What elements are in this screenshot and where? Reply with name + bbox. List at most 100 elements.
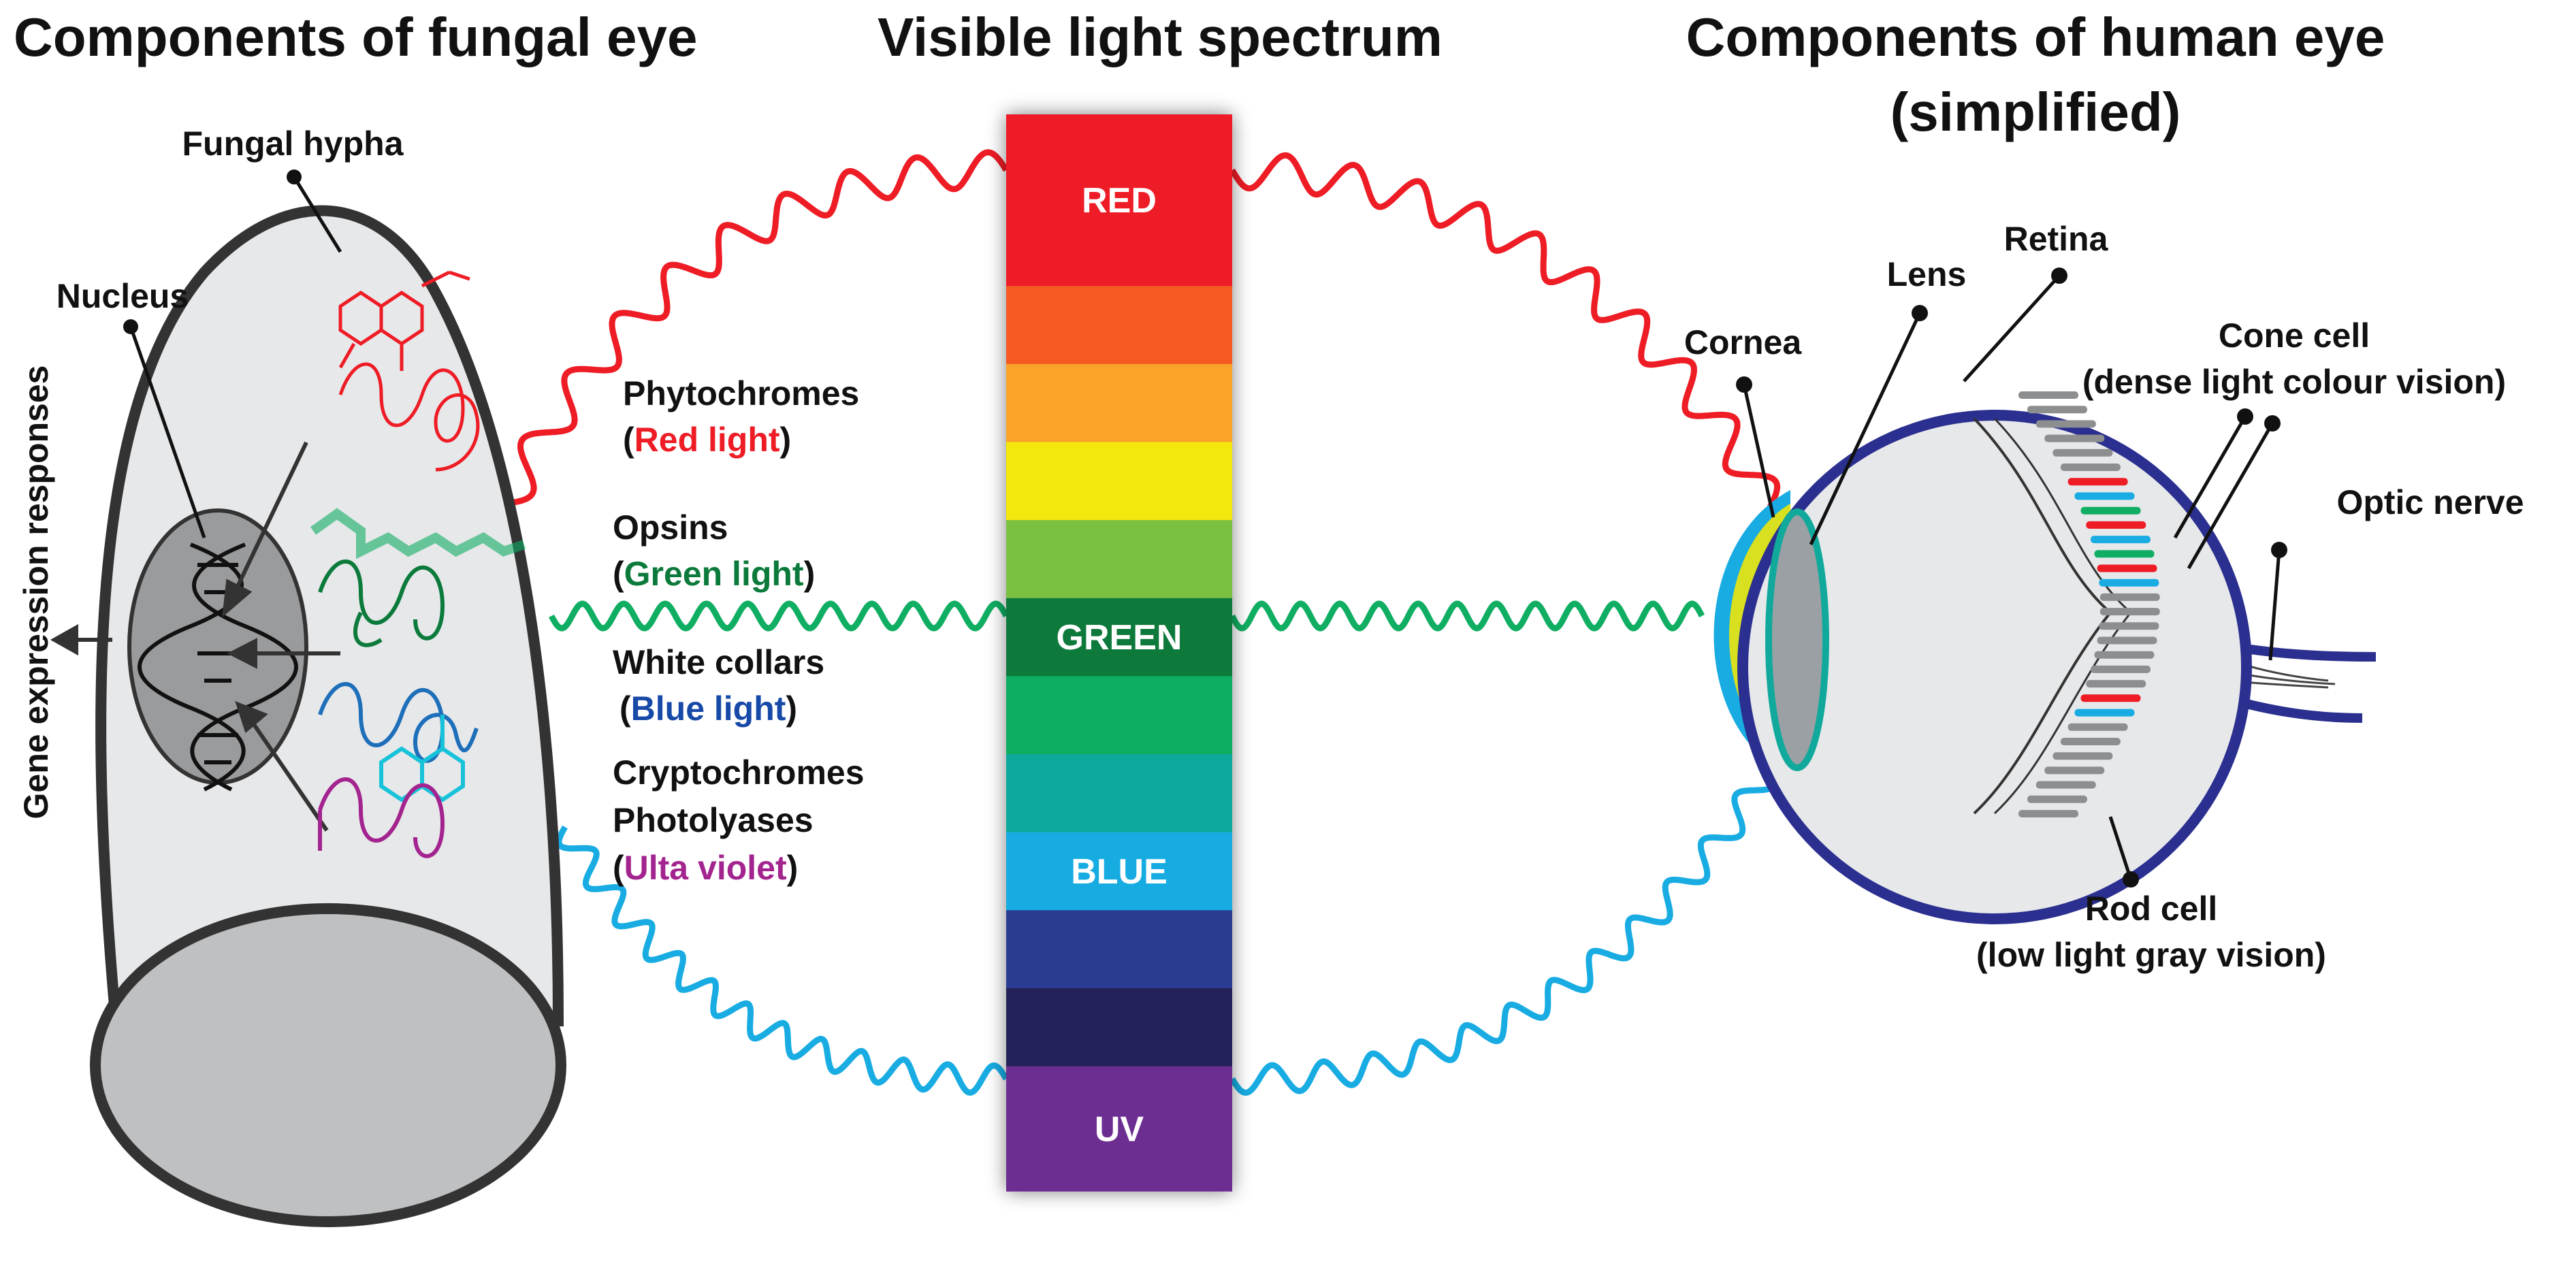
nucleus-shape: [127, 508, 308, 785]
rod-cell: [2099, 608, 2160, 616]
rod-cell: [2086, 680, 2146, 688]
rod-cell: [2060, 738, 2121, 745]
rod-cell: [2018, 391, 2078, 399]
fungal-hypha-label: Fungal hypha: [182, 125, 404, 163]
gene-expression-arrow: [50, 623, 112, 656]
phytochromes-label: Phytochromes: [623, 374, 859, 412]
rod-cell: [2044, 766, 2105, 775]
spectrum-band: [1006, 1066, 1232, 1192]
optic-nerve-label: Optic nerve: [2336, 483, 2524, 521]
retina-leader: [1963, 274, 2061, 383]
light-waves: [506, 149, 1788, 1096]
photoreceptor-cells: [2018, 391, 2160, 817]
spectrum-band-label: RED: [1082, 181, 1157, 221]
spectrum-band-label: GREEN: [1057, 618, 1182, 657]
cryptochromes-label: Cryptochromes: [613, 753, 865, 792]
human-eye-title: Components of human eye: [1686, 7, 2385, 67]
lens-label: Lens: [1887, 255, 1967, 293]
ultraviolet-light-label: (Ulta violet): [613, 849, 798, 887]
rod-cell: [2097, 636, 2157, 645]
spectrum-band: [1006, 363, 1232, 442]
white-collars-light-label: (Blue light): [619, 689, 797, 728]
retina-label: Retina: [2004, 220, 2109, 258]
nucleus-label: Nucleus: [57, 277, 189, 315]
cornea-leader: [1742, 384, 1775, 518]
cone-cell: [2067, 478, 2128, 486]
cone-cell-leader-1: [2173, 415, 2247, 539]
spectrum-band: [1006, 114, 1232, 287]
rod-cell: [2060, 464, 2121, 471]
spectrum-band: [1006, 442, 1232, 521]
phytochromes-light-label: (Red light): [623, 421, 791, 459]
fungal-hypha-leader: [292, 176, 342, 253]
green-light-wave-left: [548, 600, 1010, 632]
blue-light-wave-right: [1229, 735, 1788, 1096]
optic-nerve-leader: [2268, 549, 2281, 661]
spectrum-band: [1006, 988, 1232, 1067]
human-eye-subtitle: (simplified): [1890, 82, 2181, 142]
rod-cell: [2027, 795, 2087, 803]
rod-cell-label: Rod cell: [2085, 890, 2217, 928]
human-eye: [1713, 391, 2377, 924]
photoreceptor-labels: Phytochromes (Red light) Opsins (Green l…: [613, 374, 865, 887]
spectrum-band: [1006, 598, 1232, 677]
cone-cell-sublabel: (dense light colour vision): [2082, 363, 2506, 401]
red-light-wave-left: [506, 149, 1009, 507]
photolyases-label: Photolyases: [613, 801, 814, 839]
rod-cell: [2099, 622, 2159, 630]
opsins-label: Opsins: [613, 508, 728, 547]
opsin-molecule-icon: [310, 508, 526, 647]
cornea-label: Cornea: [1684, 323, 1802, 361]
rod-cell: [2099, 593, 2160, 601]
cone-cell-leader-2: [2187, 422, 2274, 570]
cone-cell: [2086, 521, 2146, 529]
spectrum-band: [1006, 676, 1232, 755]
spectrum-title: Visible light spectrum: [878, 7, 1443, 67]
fungal-eye-title: Components of fungal eye: [14, 7, 698, 67]
cone-cell: [2094, 550, 2155, 558]
opsins-light-label: (Green light): [613, 555, 815, 593]
rod-cell: [2018, 810, 2078, 817]
cone-cell: [2099, 579, 2159, 587]
cone-cell: [2074, 709, 2135, 717]
rod-cell: [2067, 723, 2128, 731]
rod-cell: [2052, 752, 2113, 760]
cone-cell-label: Cone cell: [2219, 316, 2370, 355]
cone-cell: [2091, 536, 2151, 544]
hypha-cut-face: [90, 903, 566, 1227]
cryptochrome-molecule-icon: [318, 715, 465, 858]
white-collars-label: White collars: [613, 643, 824, 681]
nucleus-leader: [129, 326, 206, 538]
rod-cell: [2052, 449, 2113, 457]
spectrum-band: [1006, 520, 1232, 599]
signal-arrows: [222, 441, 340, 832]
rod-cell: [2027, 406, 2087, 414]
cone-cell: [2080, 694, 2141, 702]
lens-shape: [1765, 508, 1829, 771]
phytochrome-molecule-icon: [338, 270, 480, 472]
cone-cell: [2074, 492, 2135, 500]
rod-cell: [2044, 434, 2105, 442]
blue-light-wave-left: [556, 825, 1009, 1096]
lens-leader: [1809, 312, 1922, 546]
spectrum-band: [1006, 832, 1232, 911]
spectrum-band: [1006, 754, 1232, 833]
rod-cell-leader: [2108, 816, 2133, 880]
rod-cell: [2035, 781, 2096, 789]
spectrum-band: [1006, 286, 1232, 365]
green-light-wave-right: [1229, 600, 1705, 632]
rod-cell: [2094, 651, 2155, 659]
cone-cell: [2080, 506, 2141, 515]
cone-cell: [2097, 564, 2157, 572]
rod-cell: [2035, 420, 2096, 428]
spectrum-band-label: UV: [1095, 1109, 1144, 1149]
red-light-wave-right: [1229, 152, 1781, 509]
rod-cell-sublabel: (low light gray vision): [1976, 936, 2326, 974]
spectrum-bar: RED GREEN BLUE UV: [1006, 114, 1232, 1192]
gene-expression-label: Gene expression responses: [17, 366, 55, 819]
fungal-hypha: [50, 205, 566, 1227]
spectrum-band-label: BLUE: [1071, 852, 1168, 892]
spectrum-band: [1006, 910, 1232, 989]
rod-cell: [2091, 665, 2151, 673]
